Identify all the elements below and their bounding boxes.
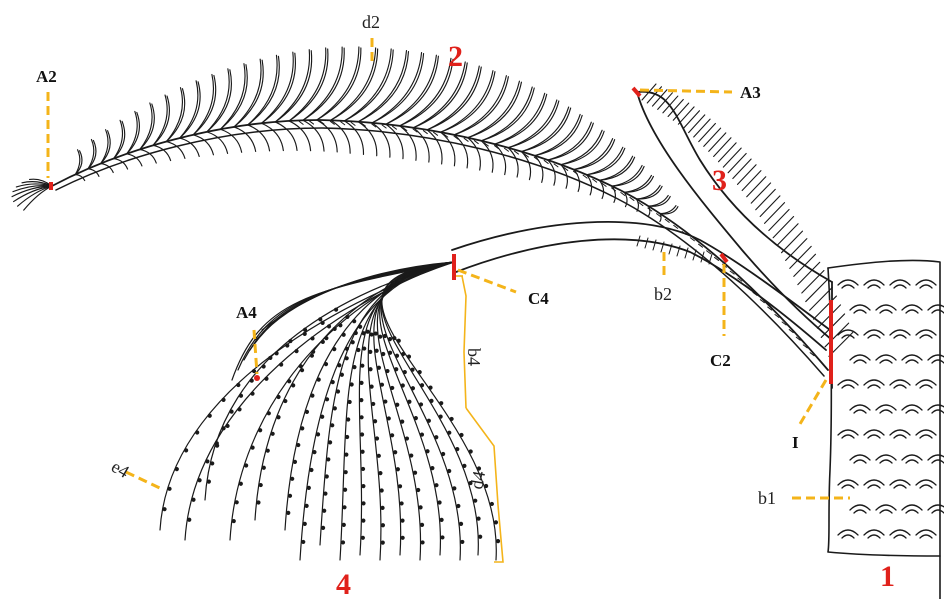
label-e4: e4 xyxy=(108,456,133,482)
frond-2 xyxy=(12,47,828,376)
stem-1 xyxy=(828,260,944,599)
label-C4: C4 xyxy=(528,289,549,308)
leader-A3 xyxy=(640,90,732,92)
label-A3: A3 xyxy=(740,83,761,102)
inflorescence-4 xyxy=(160,222,830,560)
bracket-b4 xyxy=(452,276,466,408)
leaf-sheath-3 xyxy=(637,84,853,388)
part-number-4: 4 xyxy=(336,568,351,599)
leader-e4 xyxy=(126,472,164,490)
part-number-3: 3 xyxy=(712,164,727,197)
label-b2: b2 xyxy=(654,284,672,304)
label-b1: b1 xyxy=(758,488,776,508)
label-A4: A4 xyxy=(236,303,257,322)
label-C2: C2 xyxy=(710,351,731,370)
marker-A4 xyxy=(254,375,260,381)
label-b4: b4 xyxy=(464,348,484,366)
label-A2: A2 xyxy=(36,67,57,86)
part-number-1: 1 xyxy=(880,560,895,593)
leader-C4 xyxy=(458,270,516,292)
part-number-2: 2 xyxy=(448,40,463,73)
label-I: I xyxy=(792,433,799,452)
label-d2: d2 xyxy=(362,12,380,32)
marker-A3 xyxy=(633,88,640,96)
leader-I xyxy=(800,380,826,424)
label-d4: d4 xyxy=(466,469,489,490)
